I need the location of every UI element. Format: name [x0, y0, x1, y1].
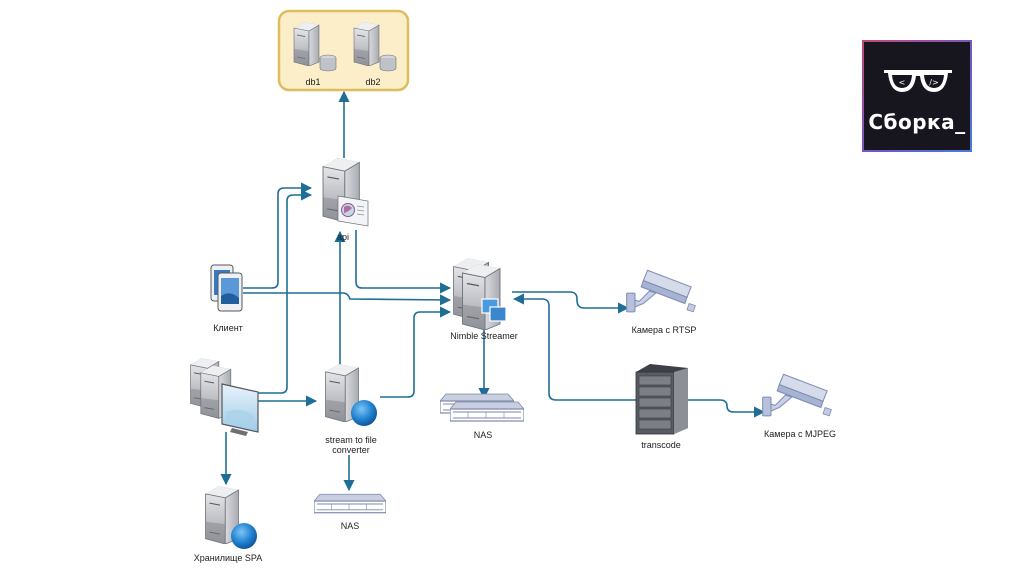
nas-storage-icon	[314, 493, 386, 514]
edge-api-nimble	[355, 230, 452, 294]
code-right-glyph: />	[929, 78, 938, 87]
node-api[interactable]: api	[322, 158, 369, 242]
node-label: Камера с RTSP	[632, 325, 697, 335]
glasses-icon: < />	[884, 70, 952, 92]
code-left-glyph: <	[899, 78, 906, 87]
node-label: api	[337, 232, 349, 242]
edge-servers-api	[258, 189, 313, 394]
node-label: NAS	[474, 430, 493, 440]
edge-converter-nimble	[380, 306, 452, 398]
mobile-devices-icon	[210, 264, 243, 312]
node-camera-mjpeg[interactable]: Камера с MJPEG	[762, 373, 836, 439]
node-web-servers[interactable]	[189, 357, 259, 436]
node-nas-2[interactable]: NAS	[314, 493, 386, 531]
node-label: db1	[305, 77, 320, 87]
edge-transcode-nimble	[512, 293, 636, 401]
edge-client-nimble	[243, 292, 452, 306]
node-label: Клиент	[213, 323, 243, 333]
nas-storage-icon	[440, 393, 524, 422]
edge-transcode-camera-mjpeg	[688, 399, 766, 418]
web-server-cluster-icon	[189, 357, 259, 436]
node-stream-converter[interactable]: stream to file converter	[324, 364, 377, 455]
node-label: Камера с MJPEG	[764, 429, 836, 439]
cctv-camera-icon	[762, 373, 832, 417]
node-label: db2	[365, 77, 380, 87]
node-client[interactable]: Клиент	[210, 264, 243, 333]
node-nimble-streamer[interactable]: Nimble Streamer	[450, 258, 518, 341]
sborka-logo: < /> Сборка_	[862, 40, 972, 152]
node-db1[interactable]: db1	[293, 22, 337, 87]
api-card-icon	[337, 195, 369, 227]
node-nas-1[interactable]: NAS	[440, 393, 524, 440]
database-server-icon	[353, 22, 380, 66]
node-spa-storage[interactable]: Хранилище SPA	[194, 486, 262, 563]
node-db2[interactable]: db2	[353, 22, 397, 87]
rack-server-icon	[635, 364, 688, 435]
edge-client-api	[243, 182, 313, 289]
logo-text: Сборка_	[868, 110, 966, 134]
edges	[220, 90, 766, 492]
node-camera-rtsp[interactable]: Камера с RTSP	[626, 269, 697, 335]
edge-nimble-camera-rtsp	[512, 291, 630, 314]
node-label: Хранилище SPA	[194, 553, 262, 563]
cctv-camera-icon	[626, 269, 696, 313]
node-label-line2: converter	[332, 445, 370, 455]
database-server-icon	[293, 22, 320, 66]
node-label-line1: stream to file	[325, 435, 377, 445]
database-group[interactable]: db1 db2	[277, 9, 410, 92]
node-transcode[interactable]: transcode	[635, 364, 688, 450]
node-label: transcode	[641, 440, 681, 450]
node-label: NAS	[341, 521, 360, 531]
node-label: Nimble Streamer	[450, 331, 518, 341]
